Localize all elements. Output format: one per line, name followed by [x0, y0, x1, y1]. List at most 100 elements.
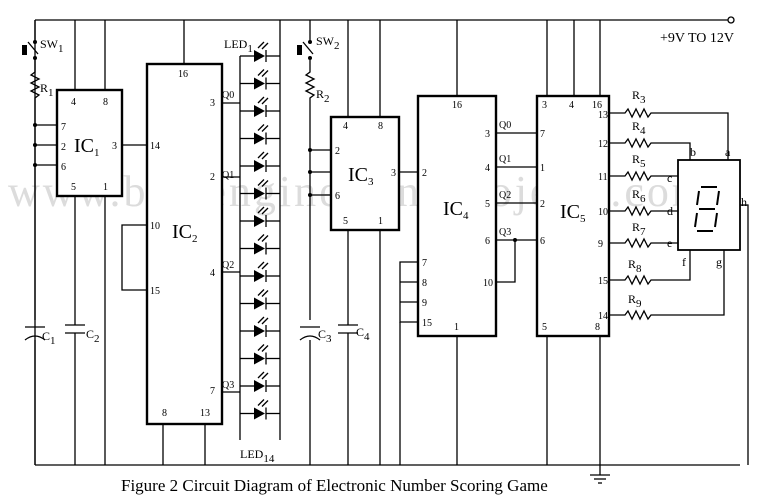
resistor-network: [609, 107, 749, 465]
led-symbol: [240, 261, 280, 282]
ic3-pin-5: 5: [343, 216, 348, 227]
led-symbol: [240, 371, 280, 392]
ic3-pin-1: 1: [378, 216, 383, 227]
led-symbol: [240, 344, 280, 365]
ic1-pin-1: 1: [103, 182, 108, 193]
figure-caption: Figure 2 Circuit Diagram of Electronic N…: [121, 476, 548, 495]
ic5-pin-1: 1: [540, 163, 545, 174]
led-symbol: [240, 399, 280, 420]
ic4-pin-9: 9: [422, 298, 427, 309]
ic2-pin-2: 2: [210, 172, 215, 183]
ic2-pin-7: 7: [210, 386, 215, 397]
led-label-1: LED1: [224, 37, 253, 55]
ic4-pin-10: 10: [483, 278, 493, 289]
resistor-label-8: R8: [628, 257, 642, 275]
ic5-pin-13: 13: [598, 110, 608, 121]
ic3-block: [297, 20, 418, 465]
led-symbol: [240, 234, 280, 255]
segment-label-c: c: [667, 171, 672, 185]
led-symbol: [240, 96, 280, 117]
ic4-output-Q2: Q2: [499, 190, 511, 201]
led-symbol: [240, 316, 280, 337]
ic2-pin-14: 14: [150, 141, 160, 152]
led-symbol: [240, 179, 280, 200]
ic4-output-Q0: Q0: [499, 120, 511, 131]
capacitor-label-4: C4: [356, 325, 370, 343]
ic1-title: IC1: [74, 135, 100, 159]
capacitor-label-1: C1: [42, 329, 56, 347]
supply-label: +9V TO 12V: [660, 31, 734, 46]
ic3-pin-6: 6: [335, 191, 340, 202]
ic2-pin-13: 13: [200, 408, 210, 419]
segment-label-e: e: [667, 236, 672, 250]
led-symbols: [240, 41, 280, 420]
resistor-label-6: R6: [632, 187, 646, 205]
ic3-pin-2: 2: [335, 146, 340, 157]
ic3-pin-8: 8: [378, 121, 383, 132]
capacitor-label-2: C2: [86, 327, 100, 345]
led-symbol: [240, 206, 280, 227]
ic4-box: [416, 94, 498, 338]
ic5-pin-7: 7: [540, 129, 545, 140]
ic1-pin-2: 2: [61, 142, 66, 153]
ic4-pin-6: 6: [485, 236, 490, 247]
resistor-label-3: R3: [632, 88, 646, 106]
ic3-title: IC3: [348, 164, 374, 188]
ic5-title: IC5: [560, 201, 586, 225]
segment-label-b: b: [690, 145, 696, 159]
segment-label-f: f: [682, 255, 686, 269]
ic5-box: [535, 94, 611, 338]
segment-label-g: g: [716, 255, 722, 269]
ic5-pin-12: 12: [598, 139, 608, 150]
ic4-pin-3: 3: [485, 129, 490, 140]
led-symbol: [240, 41, 280, 62]
ic5-pin-2: 2: [540, 199, 545, 210]
ic4-pin-15: 15: [422, 318, 432, 329]
ic2-pin-3: 3: [210, 98, 215, 109]
ic4-pin-1: 1: [454, 322, 459, 333]
segment-label-a: a: [725, 145, 731, 159]
ic2-box: [145, 62, 224, 426]
ic2-title: IC2: [172, 221, 198, 245]
ic2-output-Q2: Q2: [222, 260, 234, 271]
resistor-label-2: R2: [316, 87, 330, 105]
ic5-pin-10: 10: [598, 207, 608, 218]
ic1-pin-7: 7: [61, 122, 66, 133]
power-rails: [34, 16, 740, 484]
seven-segment-display: [677, 159, 741, 251]
resistor-label-7: R7: [632, 220, 646, 238]
resistor-label-9: R9: [628, 292, 642, 310]
segment-label-d: d: [667, 204, 673, 218]
ic1-pin-6: 6: [61, 162, 66, 173]
ic4-pin-4: 4: [485, 163, 490, 174]
ic4-pin-2: 2: [422, 168, 427, 179]
ic5-pin-14: 14: [598, 311, 608, 322]
led-symbol: [240, 69, 280, 90]
ic1-box: [55, 88, 124, 198]
led-symbol: [240, 151, 280, 172]
ic2-block: [121, 20, 224, 465]
ic5-block: [535, 20, 611, 465]
ic1-pin-8: 8: [103, 97, 108, 108]
ic5-pin-11: 11: [598, 172, 608, 183]
ic5-pin-15: 15: [598, 276, 608, 287]
ic4-pin-16: 16: [452, 100, 462, 111]
ic4-pin-8: 8: [422, 278, 427, 289]
ic2-pin-4: 4: [210, 268, 215, 279]
ic5-pin-16: 16: [592, 100, 602, 111]
ic5-pin-6: 6: [540, 236, 545, 247]
ic5-pin-9: 9: [598, 239, 603, 250]
ic5-pin-5: 5: [542, 322, 547, 333]
ic4-pin-5: 5: [485, 199, 490, 210]
ic1-block: [22, 20, 147, 465]
ic4-output-Q1: Q1: [499, 154, 511, 165]
segment-label-h: h: [741, 195, 747, 209]
ic4-block: [399, 20, 537, 465]
ic2-pin-15: 15: [150, 286, 160, 297]
resistor-label-5: R5: [632, 152, 646, 170]
ic3-box: [329, 115, 401, 232]
ic3-pin-4: 4: [343, 121, 348, 132]
ic5-pin-3: 3: [542, 100, 547, 111]
